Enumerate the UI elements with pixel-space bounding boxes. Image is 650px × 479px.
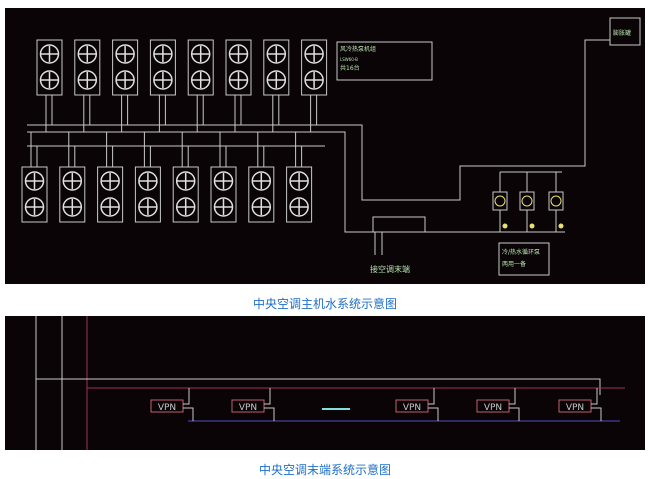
chiller-unit [59,132,86,223]
bottom-caption: 中央空调末端系统示意图 [258,463,391,477]
fan-icon [304,70,324,90]
fan-icon [138,171,158,191]
fan-icon [213,197,234,217]
pipes [27,39,610,255]
fan-icon [289,171,309,191]
chiller-label-3: 共16台 [340,64,360,72]
terminal-system-diagram: VPN VPN VPN VPN VPN [5,316,645,450]
fan-icon [39,44,60,64]
fan-icon [175,197,196,217]
chiller-unit [225,39,252,132]
fan-icon [228,44,249,64]
fan-icon [266,70,287,90]
chiller-unit [210,132,237,223]
outlet-label: 接空调末端 [370,264,410,274]
chiller-unit [74,39,101,132]
fan-icon [115,44,135,64]
terminal-diagram-canvas: VPN VPN VPN VPN VPN [35,316,625,450]
fan-icon [62,197,83,217]
vpn-label: VPN [239,403,257,413]
chiller-water-system-diagram: 风冷热泵机组 LSW60-B 共16台 膨胀罐 冷/热水循环泵 两用一备 接空调… [5,8,645,284]
fan-icon [153,70,173,90]
chiller-unit [172,132,199,223]
chiller-unit [21,132,48,223]
chiller-unit [134,132,161,223]
chiller-unit [301,39,328,132]
vpn-label: VPN [158,403,176,413]
fan-icon [100,171,120,191]
pump-icon [548,191,564,229]
fan-icon [251,171,272,191]
fan-icon [24,197,45,217]
chiller-unit [97,132,124,223]
main-pipe [36,378,601,395]
pump-icon [519,191,535,229]
fan-icon [190,70,211,90]
vpn-unit: VPN [231,388,275,421]
fan-icon [304,44,324,64]
fan-icon [251,197,272,217]
fan-icon [77,70,98,90]
chiller-note-box [336,41,433,81]
chiller-unit [112,39,139,132]
chiller-label-1: 风冷热泵机组 [340,45,376,53]
pump-icon [492,191,508,229]
chiller-unit [248,132,275,223]
fan-icon [39,70,60,90]
chiller-unit [36,39,63,132]
fan-icon [175,171,196,191]
vpn-unit: VPN [395,388,439,421]
vpn-label: VPN [484,403,502,413]
chiller-unit [286,132,313,223]
fan-icon [228,70,249,90]
chiller-label-2: LSW60-B [340,57,358,62]
riser-pipes [35,316,63,450]
fan-icon [266,44,287,64]
pump-note-box [498,242,550,276]
chiller-unit [187,39,214,132]
fan-icon [190,44,211,64]
fan-icon [115,70,135,90]
chiller-unit [263,39,290,132]
vpn-unit: VPN [150,388,194,421]
fan-icon [289,197,309,217]
vpn-label: VPN [566,403,584,413]
fan-icon [100,197,120,217]
tank-label: 膨胀罐 [613,29,631,37]
vpn-unit: VPN [476,388,520,421]
fan-icon [77,44,98,64]
pump-label-1: 冷/热水循环泵 [502,248,540,256]
vpn-label: VPN [403,403,421,413]
return-pipe [27,131,565,233]
fan-icon [24,171,45,191]
fan-icon [62,171,83,191]
chiller-unit [149,39,176,132]
supply-pipe [27,39,610,201]
chiller-diagram-canvas: 风冷热泵机组 LSW60-B 共16台 膨胀罐 冷/热水循环泵 两用一备 接空调… [21,17,641,276]
expansion-tank [609,17,641,46]
pump-label-2: 两用一备 [502,260,526,268]
top-caption: 中央空调主机水系统示意图 [252,297,397,311]
vpn-unit: VPN [558,388,602,421]
fan-icon [153,44,173,64]
fan-icon [213,171,234,191]
fan-icon [138,197,158,217]
bypass-pipe [372,216,426,255]
